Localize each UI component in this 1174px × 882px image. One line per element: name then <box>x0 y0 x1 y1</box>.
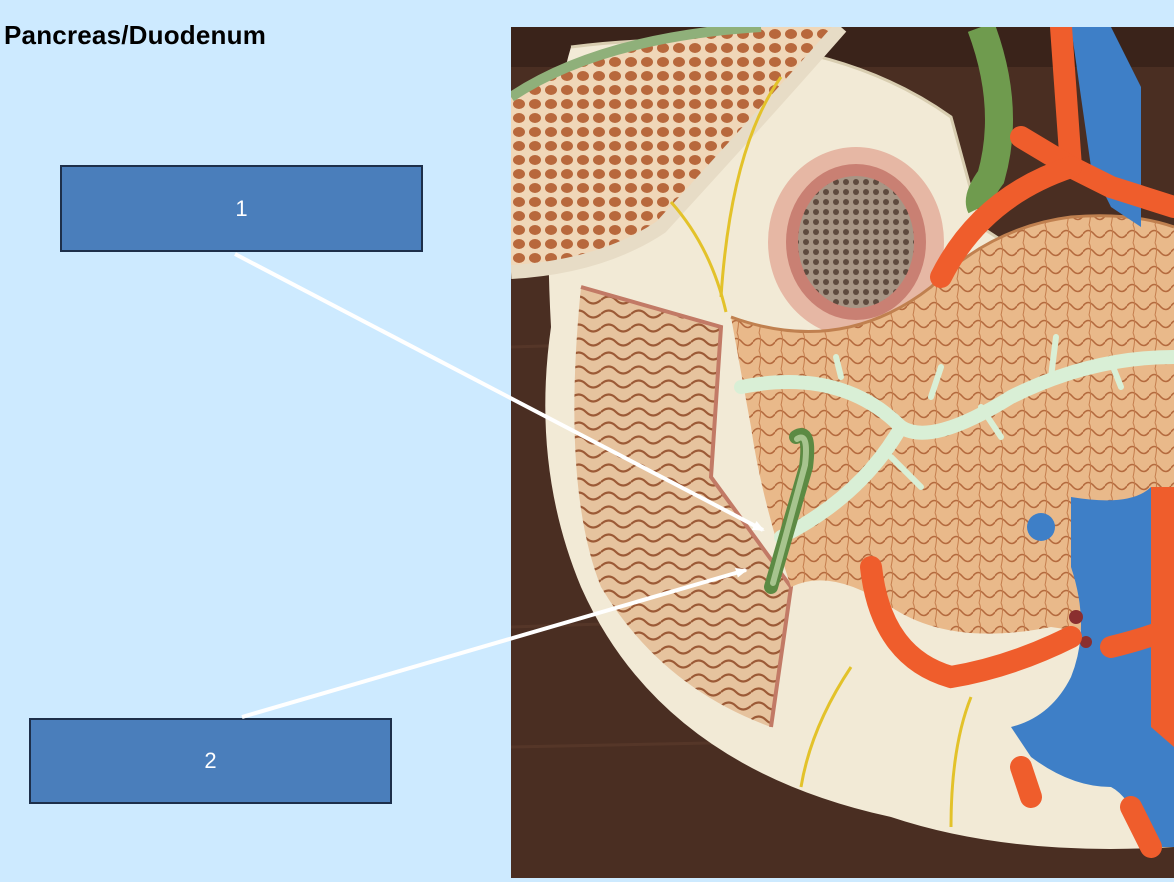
anatomy-model-photo <box>511 27 1174 878</box>
label-box-1-text: 1 <box>235 195 248 221</box>
label-box-1[interactable]: 1 <box>60 165 423 252</box>
page-title: Pancreas/Duodenum <box>4 20 267 50</box>
label-box-2-text: 2 <box>204 748 217 773</box>
label-box-2[interactable]: 2 <box>29 718 392 804</box>
